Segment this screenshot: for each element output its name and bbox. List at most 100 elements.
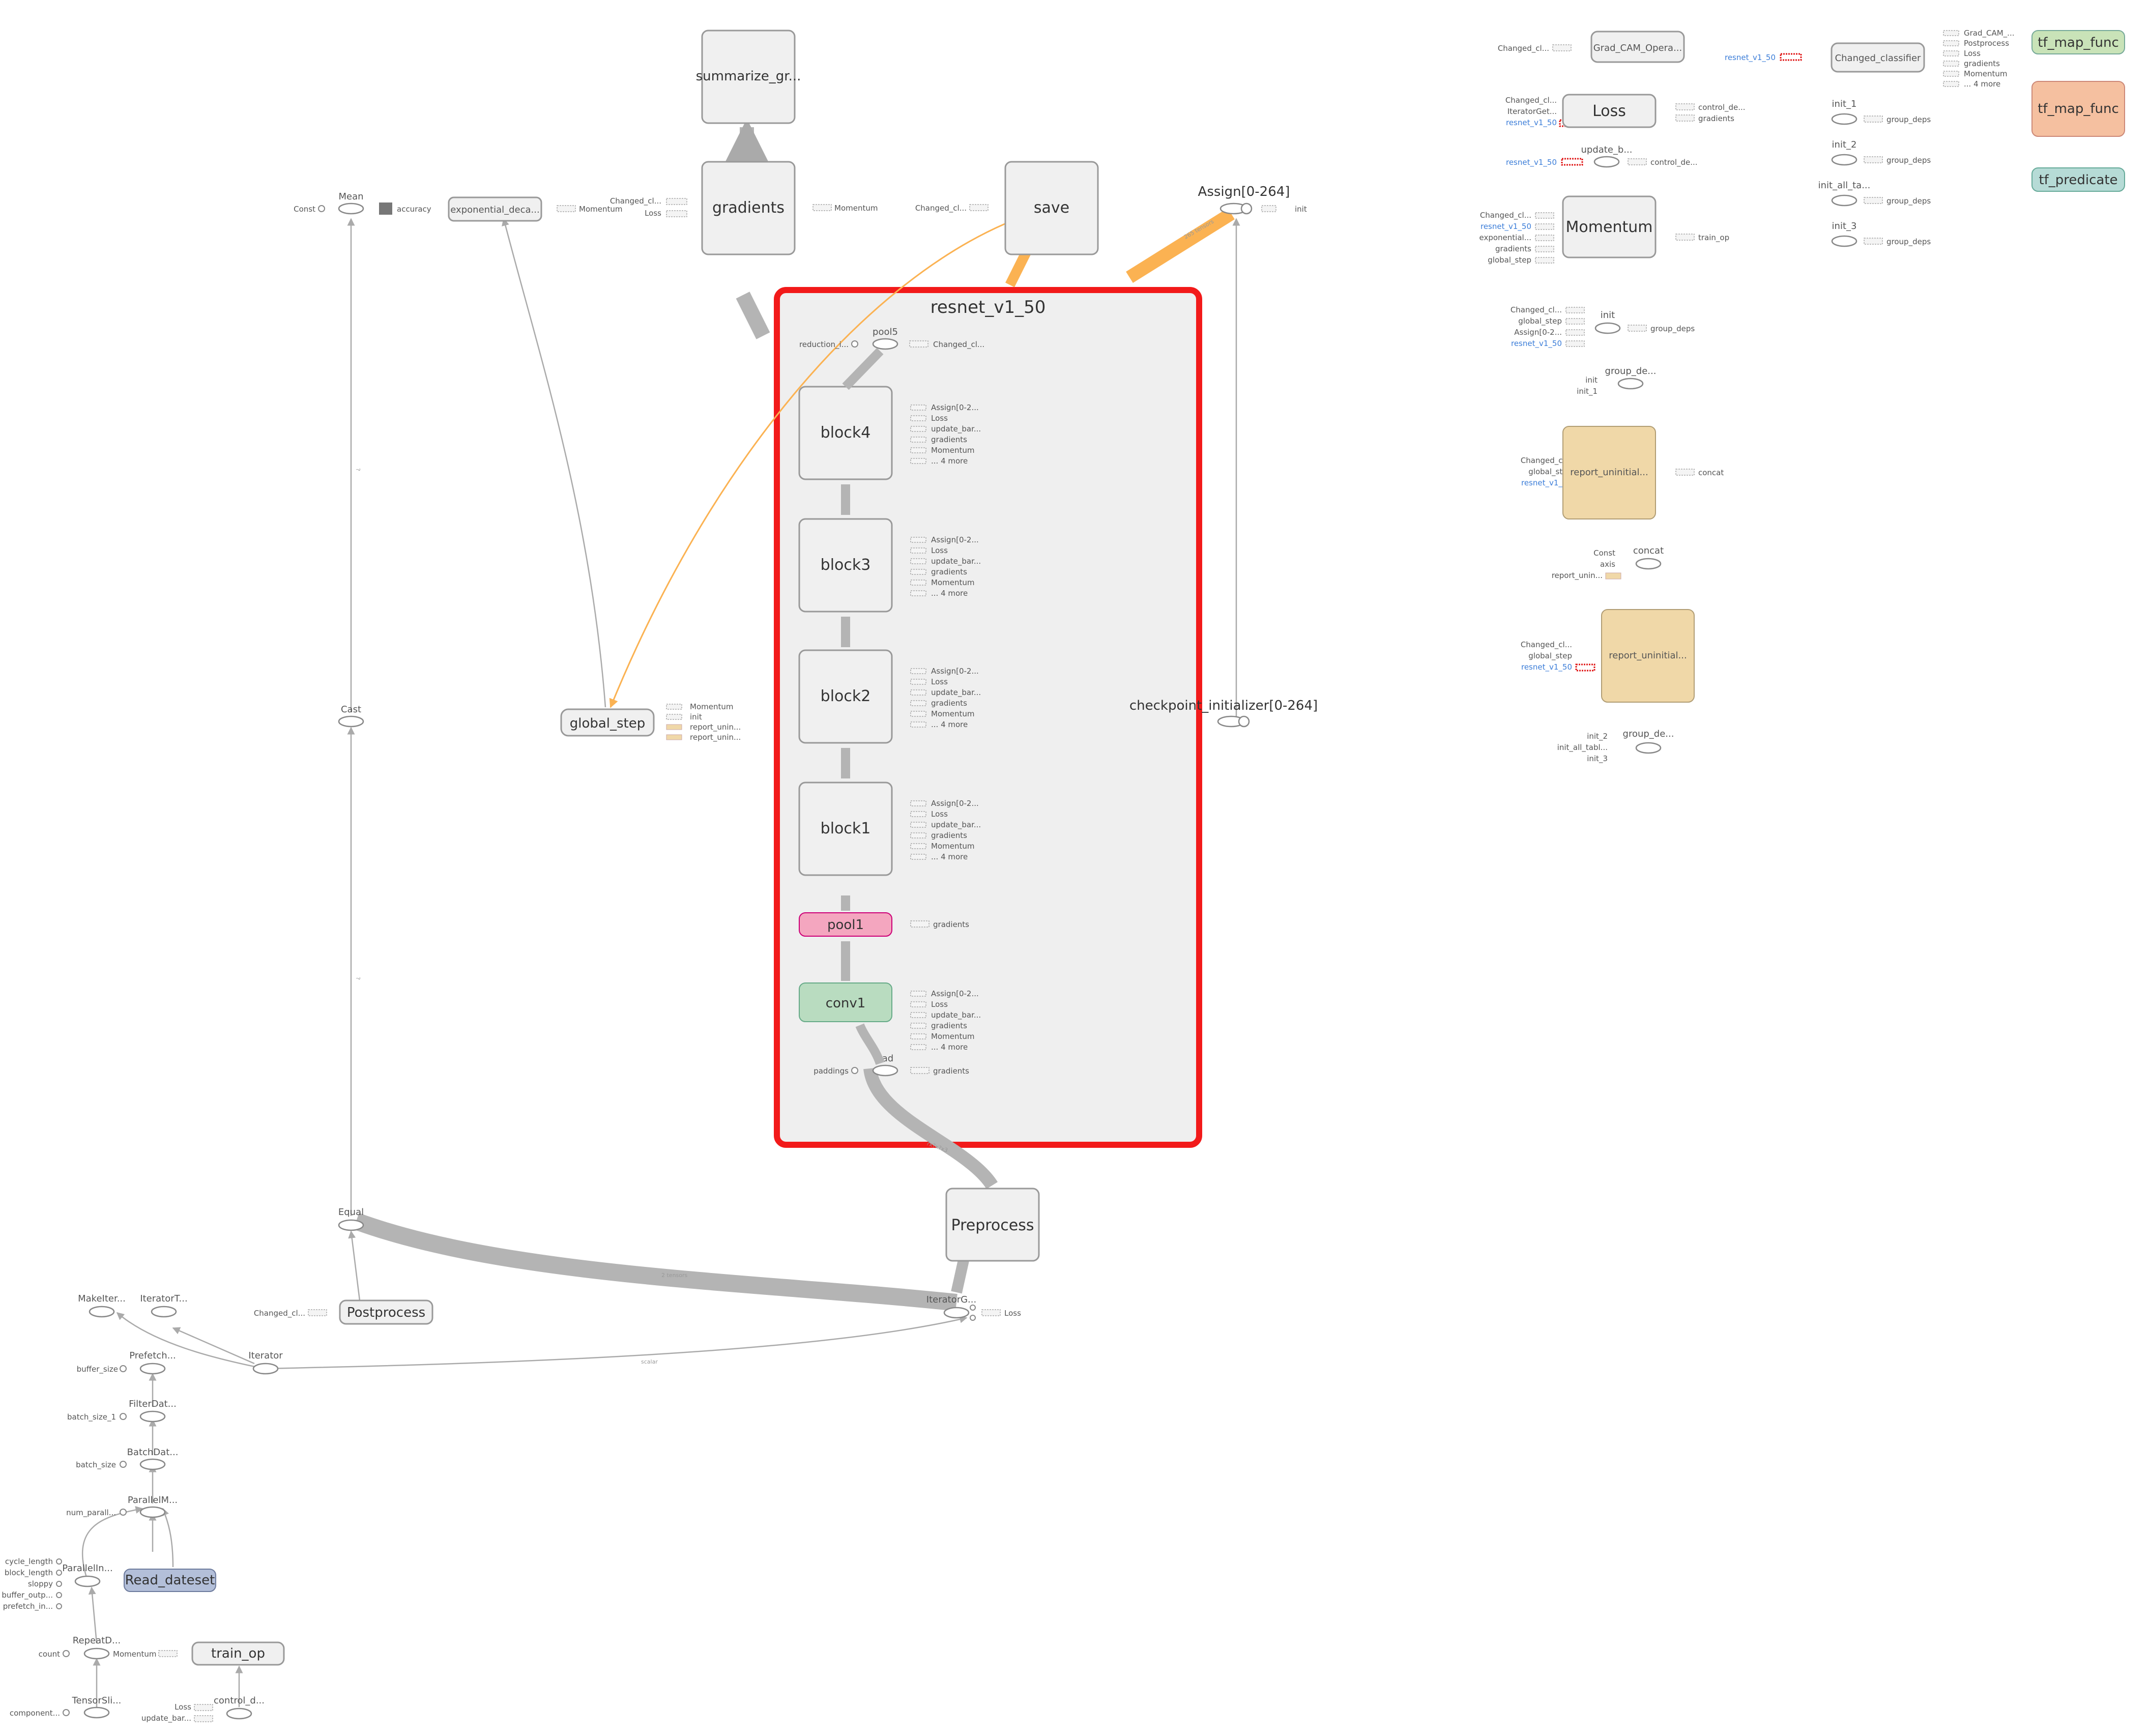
updateb-node[interactable] bbox=[1593, 156, 1620, 168]
init_all_ta-node[interactable] bbox=[1831, 194, 1857, 207]
resnet-blocks: block4Assign[0-2...Lossupdate_bar...grad… bbox=[798, 386, 981, 876]
repeatd-node[interactable] bbox=[83, 1647, 110, 1660]
updateb-label: update_b... bbox=[1581, 144, 1632, 155]
pool5-node[interactable] bbox=[872, 338, 898, 350]
filterdat-node[interactable] bbox=[139, 1410, 166, 1423]
concat-node[interactable] bbox=[1635, 558, 1662, 570]
edge-iterator-iteratorg bbox=[264, 1315, 968, 1370]
init_3-node[interactable] bbox=[1831, 235, 1857, 247]
edge-iterator-equal bbox=[353, 1213, 957, 1311]
read-dataset-node[interactable]: Read_dateset bbox=[124, 1569, 216, 1592]
tensorsli-label: TensorSli... bbox=[72, 1695, 122, 1706]
conv1-node[interactable]: conv1 bbox=[799, 982, 892, 1022]
block-out: Loss bbox=[931, 809, 948, 819]
cc-out: ... 4 more bbox=[1964, 79, 2000, 89]
aux-panel: Changed_cl... Grad_CAM_Opera... resnet_v… bbox=[1479, 28, 2125, 764]
edge-block4-pool5 bbox=[842, 348, 884, 390]
postprocess-node[interactable]: Postprocess bbox=[339, 1299, 433, 1325]
groupde1-node[interactable] bbox=[1617, 378, 1644, 390]
loss-in-3: resnet_v1_50 bbox=[1506, 118, 1557, 128]
batch-in-size: batch_size bbox=[76, 1460, 116, 1470]
prefetch-node[interactable] bbox=[139, 1363, 166, 1375]
aux-init-node[interactable] bbox=[1594, 322, 1621, 334]
gradients-node[interactable]: gradients bbox=[701, 161, 796, 255]
exp-decay-node[interactable]: exponential_deca... bbox=[448, 196, 542, 222]
momentum-in: exponential... bbox=[1479, 233, 1532, 242]
mean-label: Mean bbox=[338, 191, 363, 202]
pad-out-gradients: gradients bbox=[933, 1066, 969, 1076]
block-out: Momentum bbox=[931, 709, 974, 718]
legend-predicate[interactable]: tf_predicate bbox=[2031, 167, 2125, 192]
cc-out: Momentum bbox=[1964, 69, 2007, 78]
pad-node[interactable] bbox=[872, 1064, 898, 1077]
conv1-out: Momentum bbox=[931, 1032, 974, 1041]
legend-map-func-2[interactable]: tf_map_func bbox=[2031, 81, 2125, 137]
legend-map-func-1[interactable]: tf_map_func bbox=[2031, 30, 2125, 54]
cast-node[interactable] bbox=[338, 715, 364, 728]
init_1-node[interactable] bbox=[1831, 113, 1857, 125]
block-node-block1[interactable]: block1 bbox=[798, 782, 893, 876]
aux-loss-node[interactable]: Loss bbox=[1562, 94, 1657, 128]
init-series: init_1group_depsinit_2group_depsinit_all… bbox=[1818, 99, 1931, 247]
cc-outputs: Grad_CAM_...PostprocessLossgradientsMome… bbox=[1943, 28, 2015, 89]
makeiter-node[interactable] bbox=[89, 1306, 115, 1318]
edge-label-tensors: 2 tensors bbox=[661, 1272, 688, 1279]
batchdat-node[interactable] bbox=[139, 1458, 166, 1470]
pool1-node[interactable]: pool1 bbox=[799, 912, 892, 937]
report-uninit-node-1[interactable]: report_uninitial... bbox=[1562, 426, 1656, 519]
init_3-label: init_3 bbox=[1832, 221, 1857, 232]
block-node-block2[interactable]: block2 bbox=[798, 649, 893, 744]
iteratort-node[interactable] bbox=[151, 1306, 177, 1318]
equal-node[interactable] bbox=[338, 1219, 364, 1231]
block-out: Assign[0-2... bbox=[931, 799, 979, 808]
grad-out-momentum: Momentum bbox=[834, 204, 878, 213]
svg-text:block1: block1 bbox=[821, 820, 871, 837]
edge-save-resnet bbox=[1005, 247, 1032, 287]
parallelin-in-block_length: block_length bbox=[5, 1568, 53, 1578]
parallelm-node[interactable] bbox=[139, 1506, 166, 1518]
momentum-in: Changed_cl... bbox=[1480, 211, 1531, 220]
svg-text:Preprocess: Preprocess bbox=[951, 1217, 1034, 1234]
conv1-out: Assign[0-2... bbox=[931, 989, 979, 998]
global-step-node[interactable]: global_step bbox=[560, 708, 655, 737]
conv1-out: update_bar... bbox=[931, 1010, 981, 1020]
updateb-out: control_de... bbox=[1650, 158, 1698, 167]
train-op-node[interactable]: train_op bbox=[191, 1641, 285, 1666]
preprocess-node[interactable]: Preprocess bbox=[945, 1188, 1040, 1262]
init_2-node[interactable] bbox=[1831, 154, 1857, 166]
report1-in2: global_step bbox=[1528, 467, 1572, 477]
block-node-block3[interactable]: block3 bbox=[798, 518, 893, 613]
svg-text:Momentum: Momentum bbox=[1566, 218, 1653, 236]
conv1-out: gradients bbox=[931, 1021, 967, 1030]
grad-cam-node[interactable]: Grad_CAM_Opera... bbox=[1590, 31, 1685, 63]
groupde2-node[interactable] bbox=[1635, 742, 1662, 754]
parallelin-in-prefetch_in: prefetch_in... bbox=[3, 1602, 53, 1611]
summarize-node[interactable]: summarize_gr... bbox=[696, 30, 801, 124]
mean-node[interactable] bbox=[338, 202, 364, 215]
concat-in-const: Const bbox=[1593, 548, 1615, 558]
tensorsli-node[interactable] bbox=[83, 1706, 110, 1719]
init-in: Assign[0-2... bbox=[1514, 328, 1562, 337]
report-uninit-node-2[interactable]: report_uninitial... bbox=[1601, 609, 1695, 703]
pad-in-paddings: paddings bbox=[814, 1066, 849, 1076]
save-node[interactable]: save bbox=[1004, 161, 1099, 255]
conv1-out: ... 4 more bbox=[931, 1043, 968, 1052]
aux-init-label: init bbox=[1601, 310, 1615, 321]
control-d-node[interactable] bbox=[226, 1708, 252, 1720]
svg-text:Loss: Loss bbox=[1592, 102, 1626, 120]
parallelin-node[interactable] bbox=[74, 1575, 101, 1587]
iteratorg-out-loss: Loss bbox=[1004, 1309, 1021, 1318]
iterator-node[interactable] bbox=[252, 1363, 279, 1375]
momentum-out-train: train_op bbox=[1698, 233, 1729, 243]
iteratorg-node[interactable] bbox=[943, 1307, 970, 1319]
block-out: ... 4 more bbox=[931, 589, 968, 598]
changed-classifier-node[interactable]: Changed_classifier bbox=[1831, 42, 1925, 73]
block-node-block4[interactable]: block4 bbox=[798, 386, 893, 480]
svg-text:tf_map_func: tf_map_func bbox=[2038, 101, 2119, 117]
loss-out-control: control_de... bbox=[1698, 103, 1746, 112]
pool5-in-reduction: reduction_i... bbox=[799, 340, 849, 350]
svg-text:summarize_gr...: summarize_gr... bbox=[696, 69, 801, 84]
aux-momentum-node[interactable]: Momentum bbox=[1562, 195, 1657, 258]
